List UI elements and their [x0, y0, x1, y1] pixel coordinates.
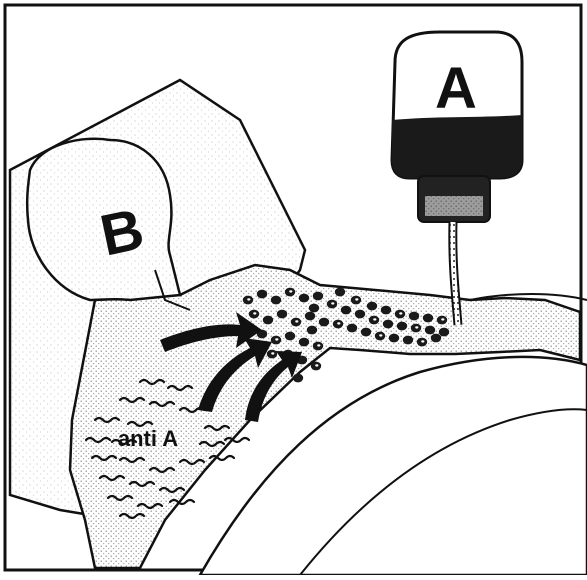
red-blood-cell-icon	[425, 326, 435, 335]
red-blood-cell-icon	[355, 310, 365, 319]
red-blood-cell-icon	[313, 292, 323, 301]
cell-highlight	[253, 312, 256, 314]
red-blood-cell-icon	[263, 316, 273, 325]
cell-highlight	[289, 290, 292, 292]
red-blood-cell-icon	[423, 314, 433, 323]
red-blood-cell-icon	[383, 320, 393, 329]
red-blood-cell-icon	[293, 374, 303, 383]
cell-highlight	[415, 326, 418, 328]
red-blood-cell-icon	[341, 306, 351, 315]
red-blood-cell-icon	[299, 294, 309, 303]
bag-label: A	[435, 56, 477, 121]
cell-highlight	[421, 340, 424, 342]
red-blood-cell-icon	[257, 290, 267, 299]
cell-highlight	[379, 334, 382, 336]
red-blood-cell-icon	[299, 338, 309, 347]
cell-highlight	[355, 298, 358, 300]
red-blood-cell-icon	[319, 318, 329, 327]
cell-highlight	[373, 318, 376, 320]
red-blood-cell-icon	[307, 326, 317, 335]
red-blood-cell-icon	[271, 296, 281, 305]
red-blood-cell-icon	[285, 332, 295, 341]
red-blood-cell-icon	[409, 312, 419, 321]
red-blood-cell-icon	[367, 302, 377, 311]
red-blood-cell-icon	[389, 334, 399, 343]
cell-highlight	[271, 352, 274, 354]
cell-highlight	[441, 318, 444, 320]
red-blood-cell-icon	[381, 306, 391, 315]
red-blood-cell-icon	[309, 304, 319, 313]
red-blood-cell-icon	[305, 312, 315, 321]
cell-highlight	[275, 338, 278, 340]
red-blood-cell-icon	[403, 336, 413, 345]
cell-highlight	[295, 320, 298, 322]
red-blood-cell-icon	[397, 322, 407, 331]
cell-highlight	[331, 302, 334, 304]
red-blood-cell-icon	[277, 310, 287, 319]
red-blood-cell-icon	[335, 288, 345, 297]
cell-highlight	[337, 322, 340, 324]
red-blood-cell-icon	[431, 334, 441, 343]
cell-highlight	[317, 344, 320, 346]
red-blood-cell-icon	[347, 324, 357, 333]
cell-highlight	[399, 312, 402, 314]
cell-highlight	[315, 364, 318, 366]
cell-highlight	[247, 298, 250, 300]
red-blood-cell-icon	[361, 328, 371, 337]
antibody-label: anti A	[118, 426, 178, 451]
red-blood-cell-icon	[439, 328, 449, 337]
